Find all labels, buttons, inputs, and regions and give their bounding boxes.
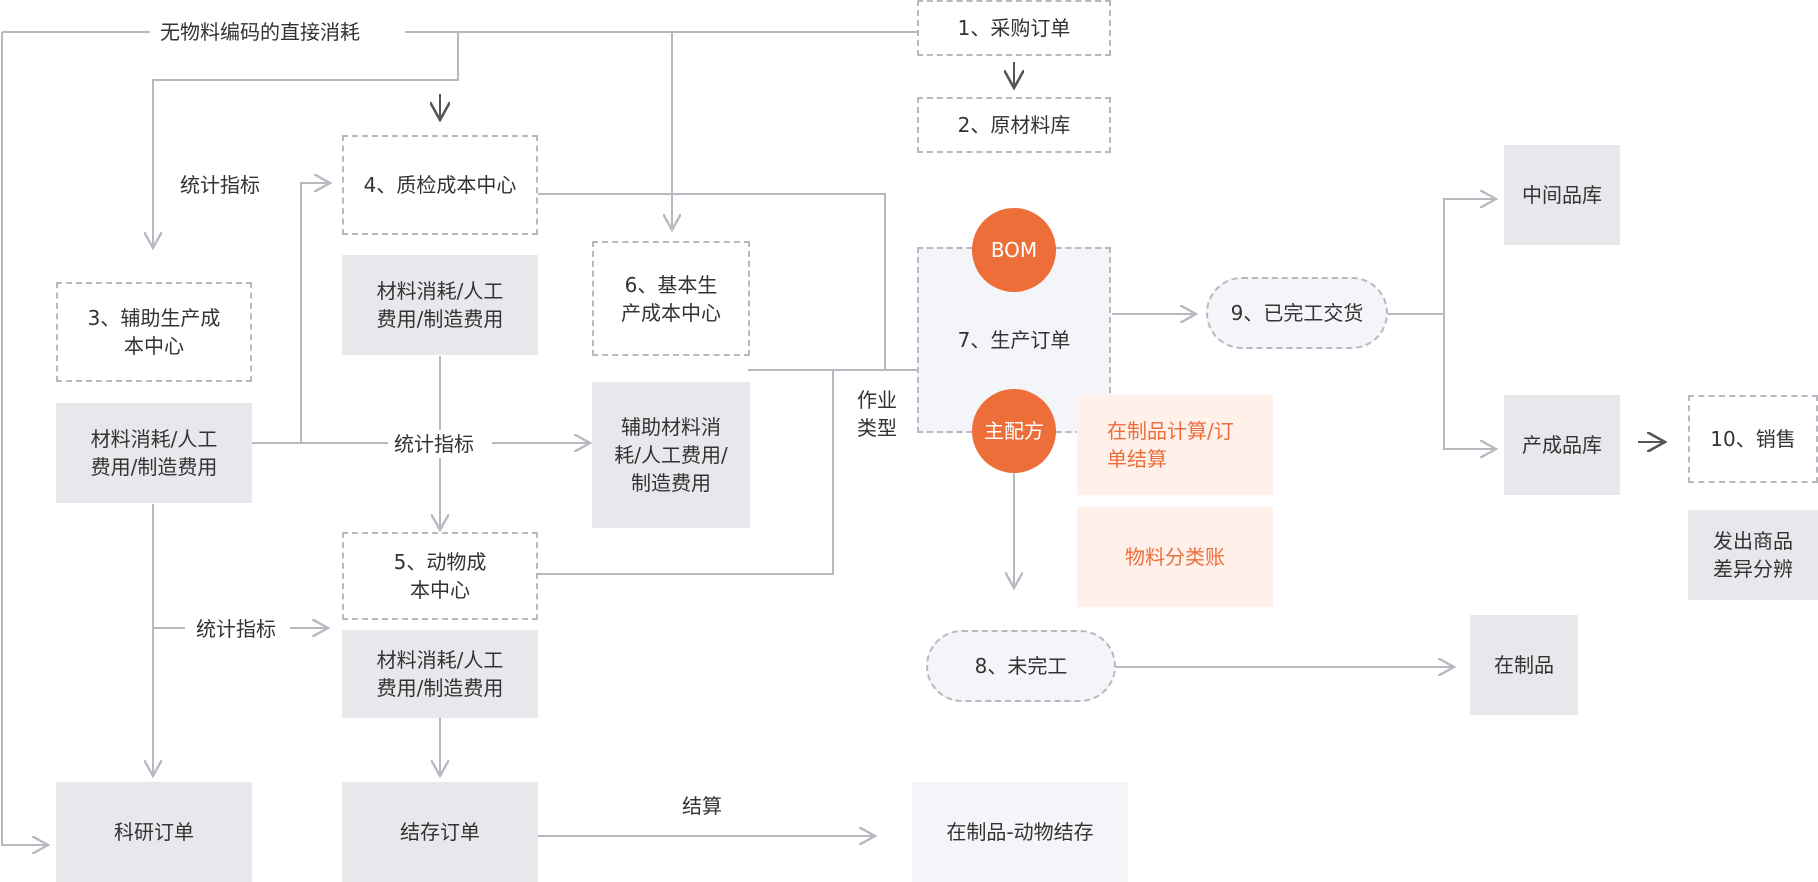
node-label: 科研订单: [114, 820, 194, 844]
product-store[interactable]: 产成品库: [1504, 395, 1620, 495]
node-label: 发出商品差异分辨: [1713, 529, 1793, 581]
main-formula-badge[interactable]: 主配方: [972, 389, 1056, 473]
node-label: 9、已完工交货: [1230, 301, 1364, 325]
node-label: 5、动物成本中心: [393, 550, 487, 602]
bom-badge[interactable]: BOM: [972, 208, 1056, 292]
node-label: 辅助材料消耗/人工费用/制造费用: [614, 415, 728, 495]
node-label: 2、原材料库: [957, 113, 1071, 137]
intermediate-store[interactable]: 中间品库: [1504, 145, 1620, 245]
node-label: 7、生产订单: [957, 328, 1071, 352]
stat-index-label: 统计指标: [196, 615, 276, 643]
node-label: 材料消耗/人工费用/制造费用: [90, 427, 218, 479]
node-label: 3、辅助生产成本中心: [87, 306, 221, 358]
stat-index-label: 统计指标: [180, 171, 260, 199]
node-label: 在制品计算/订单结算: [1107, 419, 1234, 471]
node-label: 1、采购订单: [957, 16, 1071, 40]
node-label: 中间品库: [1522, 183, 1602, 207]
unfinished-node[interactable]: 8、未完工: [926, 630, 1116, 702]
settlement-label: 结算: [682, 792, 722, 820]
raw-material-store[interactable]: 2、原材料库: [917, 97, 1111, 153]
shipped-goods-diff: 发出商品差异分辨: [1688, 510, 1818, 600]
finished-delivery-node[interactable]: 9、已完工交货: [1206, 277, 1388, 349]
animal-cost-box: 材料消耗/人工费用/制造费用: [342, 630, 538, 718]
material-ledger-box: 物料分类账: [1077, 507, 1273, 607]
aux-production-cost-center[interactable]: 3、辅助生产成本中心: [56, 282, 252, 382]
sales-node[interactable]: 10、销售: [1688, 395, 1818, 483]
node-label: 物料分类账: [1125, 545, 1225, 569]
node-label: 材料消耗/人工费用/制造费用: [376, 648, 504, 700]
stock-order[interactable]: 结存订单: [342, 782, 538, 882]
operation-type-label: 作业类型: [857, 388, 897, 440]
node-label: 在制品: [1494, 653, 1554, 677]
purchase-order[interactable]: 1、采购订单: [917, 0, 1111, 56]
aux-cost-box: 材料消耗/人工费用/制造费用: [56, 403, 252, 503]
qc-cost-center[interactable]: 4、质检成本中心: [342, 135, 538, 235]
node-label: 主配方: [984, 419, 1044, 443]
node-label: 材料消耗/人工费用/制造费用: [376, 279, 504, 331]
wip-calc-box: 在制品计算/订单结算: [1077, 395, 1273, 495]
node-label: 在制品-动物结存: [946, 820, 1094, 844]
node-label: 产成品库: [1522, 433, 1602, 457]
wip-node[interactable]: 在制品: [1470, 615, 1578, 715]
basic-production-cost-center[interactable]: 6、基本生产成本中心: [592, 241, 750, 356]
research-order[interactable]: 科研订单: [56, 782, 252, 882]
node-label: 4、质检成本中心: [363, 173, 517, 197]
stat-index-label: 统计指标: [394, 430, 474, 458]
node-label: BOM: [990, 238, 1038, 262]
wip-animal-stock[interactable]: 在制品-动物结存: [912, 782, 1128, 882]
direct-consumption-label: 无物料编码的直接消耗: [160, 18, 360, 46]
node-label: 6、基本生产成本中心: [621, 272, 721, 325]
animal-cost-center[interactable]: 5、动物成本中心: [342, 532, 538, 620]
basic-cost-box: 辅助材料消耗/人工费用/制造费用: [592, 382, 750, 528]
node-label: 8、未完工: [974, 654, 1068, 678]
node-label: 10、销售: [1710, 427, 1796, 451]
qc-cost-box: 材料消耗/人工费用/制造费用: [342, 255, 538, 355]
node-label: 结存订单: [400, 820, 480, 844]
